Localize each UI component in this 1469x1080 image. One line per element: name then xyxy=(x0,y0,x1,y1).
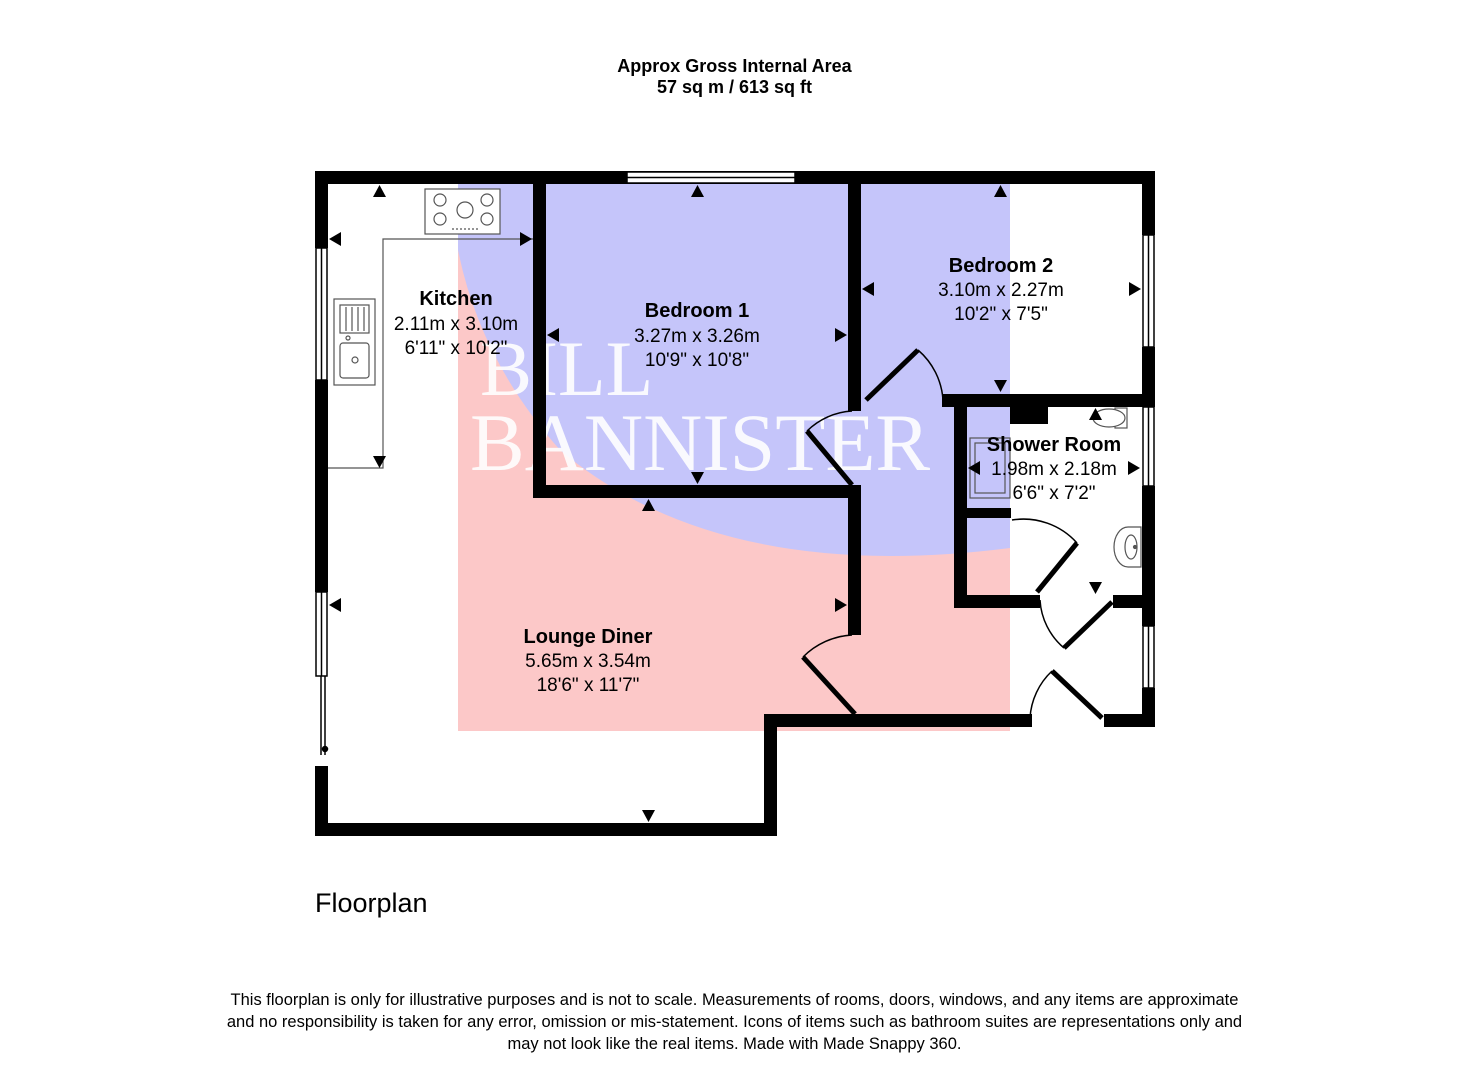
wall-step-vertical xyxy=(764,714,777,836)
kitchen-label: Kitchen 2.11m x 3.10m 6'11" x 10'2" xyxy=(394,288,518,359)
wall-bed1-right-lower xyxy=(848,485,861,635)
door-bedroom1 xyxy=(805,410,854,487)
wall-step-horizontal xyxy=(764,714,1032,727)
toilet-icon xyxy=(1092,407,1128,429)
area-title-line2: 57 sq m / 613 sq ft xyxy=(656,77,813,97)
wall-shower-left xyxy=(954,394,967,608)
door-bedroom2 xyxy=(864,348,944,402)
hob-icon xyxy=(424,188,501,235)
arrow-right-icon xyxy=(1128,461,1140,475)
shower-label: Shower Room 1.98m x 2.18m 6'6" x 7'2" xyxy=(987,434,1121,504)
door-front xyxy=(1029,669,1104,720)
area-title: Approx Gross Internal Area 57 sq m / 613… xyxy=(0,56,1469,98)
lounge-label: Lounge Diner 5.65m x 3.54m 18'6" x 11'7" xyxy=(524,626,653,696)
shower-imperial: 6'6" x 7'2" xyxy=(1012,483,1095,504)
disclaimer: This floorplan is only for illustrative … xyxy=(150,989,1319,1055)
watermark: BILL BANNISTER xyxy=(458,183,1010,731)
disclaimer-line2: and no responsibility is taken for any e… xyxy=(226,1013,1243,1031)
dimension-arrows xyxy=(329,185,1141,822)
watermark-blue-shape xyxy=(458,183,1010,556)
exterior-walls xyxy=(315,171,1155,836)
arrow-left-icon xyxy=(329,598,341,612)
arrow-down-icon xyxy=(373,456,386,468)
wall-shower-bottom-right xyxy=(1113,595,1155,608)
shower-metric: 1.98m x 2.18m xyxy=(991,459,1117,480)
bedroom2-imperial: 10'2" x 7'5" xyxy=(954,304,1048,325)
wall-bottom xyxy=(315,823,777,836)
wall-shower-bottom xyxy=(954,595,1040,608)
arrow-down-icon xyxy=(1089,582,1102,594)
lounge-imperial: 18'6" x 11'7" xyxy=(537,675,640,696)
bedroom1-imperial: 10'9" x 10'8" xyxy=(645,350,749,371)
floorplan-label: Floorplan xyxy=(315,888,428,918)
kitchen-fixtures xyxy=(328,188,533,469)
doors xyxy=(801,348,1114,720)
lounge-name: Lounge Diner xyxy=(524,626,653,648)
bedroom2-label: Bedroom 2 3.10m x 2.27m 10'2" x 7'5" xyxy=(938,255,1064,325)
wall-bed1-right-upper xyxy=(848,171,861,411)
wall-right-lower-a xyxy=(1142,486,1155,626)
wall-right-upper xyxy=(1142,171,1155,235)
wall-right-lower-b xyxy=(1142,688,1155,727)
arrow-up-icon xyxy=(691,185,704,197)
wall-left-lower xyxy=(315,766,328,836)
sink-icon xyxy=(333,298,376,386)
kitchen-imperial: 6'11" x 10'2" xyxy=(405,338,508,359)
arrow-right-icon xyxy=(835,328,847,342)
windows xyxy=(315,171,1155,689)
wall-left-upper xyxy=(315,171,328,248)
arrow-right-icon xyxy=(520,232,532,246)
arrow-right-icon xyxy=(835,598,847,612)
disclaimer-line1: This floorplan is only for illustrative … xyxy=(230,991,1239,1009)
bedroom1-metric: 3.27m x 3.26m xyxy=(634,326,760,347)
wall-bed1-left xyxy=(533,171,546,498)
watermark-text-1: BILL xyxy=(480,325,653,412)
arrow-up-icon xyxy=(373,185,386,197)
room-labels: Kitchen 2.11m x 3.10m 6'11" x 10'2" Bedr… xyxy=(394,255,1121,696)
wall-left-mid xyxy=(315,380,328,592)
wall-shower-tray-edge xyxy=(967,508,1011,518)
disclaimer-line3: may not look like the real items. Made w… xyxy=(507,1035,962,1053)
wall-bed2-bottom xyxy=(942,394,1155,407)
patio-door xyxy=(320,676,329,755)
arrow-down-icon xyxy=(994,380,1007,392)
bedroom2-name: Bedroom 2 xyxy=(949,255,1053,277)
area-title-line1: Approx Gross Internal Area xyxy=(617,56,852,76)
arrow-left-icon xyxy=(862,282,874,296)
kitchen-metric: 2.11m x 3.10m xyxy=(394,314,518,335)
wall-bed1-bottom xyxy=(533,485,861,498)
door-lounge xyxy=(801,634,857,716)
basin-icon xyxy=(1113,526,1142,568)
kitchen-name: Kitchen xyxy=(419,288,492,310)
bedroom1-label: Bedroom 1 3.27m x 3.26m 10'9" x 10'8" xyxy=(634,300,760,371)
arrow-up-icon xyxy=(642,499,655,511)
arrow-down-icon xyxy=(691,472,704,484)
lounge-metric: 5.65m x 3.54m xyxy=(525,651,651,672)
door-shower xyxy=(1011,518,1079,594)
arrow-left-icon xyxy=(329,232,341,246)
bedroom1-name: Bedroom 1 xyxy=(645,300,749,322)
door-hall xyxy=(1039,599,1114,650)
wall-boiler-block xyxy=(1010,394,1048,424)
wall-right-mid xyxy=(1142,347,1155,407)
arrow-up-icon xyxy=(1089,408,1102,420)
arrow-down-icon xyxy=(642,810,655,822)
kitchen-worktop-line xyxy=(328,238,533,469)
arrow-left-icon xyxy=(968,461,980,475)
arrow-right-icon xyxy=(1129,282,1141,296)
interior-walls xyxy=(533,171,1155,635)
shower-name: Shower Room xyxy=(987,434,1121,456)
arrow-left-icon xyxy=(547,328,559,342)
arrow-up-icon xyxy=(994,185,1007,197)
bedroom2-metric: 3.10m x 2.27m xyxy=(938,280,1064,301)
